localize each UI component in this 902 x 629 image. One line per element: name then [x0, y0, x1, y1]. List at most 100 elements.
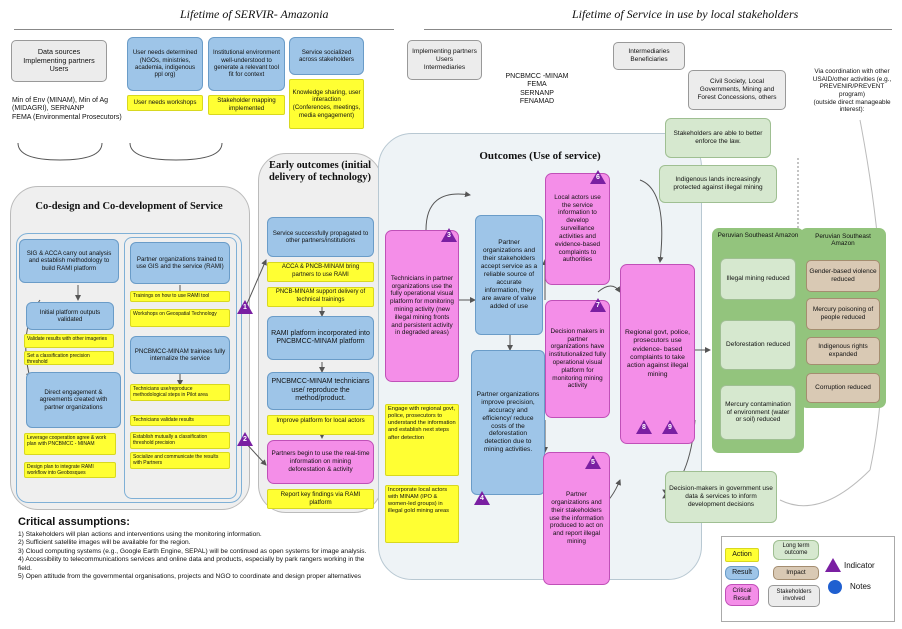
- civil-society-callout: Civil Society, Local Governments, Mining…: [688, 70, 786, 110]
- socialize-results-action: Socialize and communicate the results wi…: [130, 452, 230, 469]
- header-left-line: [14, 29, 394, 30]
- legend-critical: Critical Result: [725, 584, 759, 606]
- accept-service-result: Partner organizations and their stakehol…: [475, 215, 543, 335]
- user-needs-result: User needs determined (NGOs, ministries,…: [127, 37, 203, 91]
- indicator-8-label: 8: [642, 424, 646, 431]
- indicator-4-icon: [474, 491, 490, 505]
- service-socialized-result: Service socialized across stakeholders: [289, 37, 364, 75]
- geospatial-workshops-action: Workshops on Geospatial Technology: [130, 309, 230, 327]
- service-propagated-result: Service successfully propagated to other…: [267, 217, 374, 257]
- indicator-6-icon: [590, 170, 606, 184]
- assumption-item: 2) Sufficient satellite images will be a…: [18, 539, 191, 547]
- peru-southeast-title-1: Peruvian Southeast Amazon: [717, 232, 799, 239]
- improve-precision-result: Partner organizations improve precision,…: [471, 350, 545, 495]
- institutional-env-result: Institutional environment well-understoo…: [208, 37, 285, 91]
- legend-long-term: Long term outcome: [773, 540, 819, 560]
- indicator-8-icon: [636, 420, 652, 434]
- codesign-inner-frame: [16, 233, 242, 503]
- sig-acca-result: SIG & ACCA carry out analysis and establ…: [19, 239, 119, 283]
- assumptions-title: Critical assumptions:: [18, 516, 130, 528]
- indicator-3-label: 3: [447, 232, 451, 239]
- engage-regional-action: Engage with regional govt, police, prose…: [385, 404, 459, 476]
- assumption-item: 4) Accessibility to telecommunications s…: [18, 556, 365, 572]
- legend-notes-icon: [828, 580, 842, 594]
- indicator-4-label: 4: [480, 495, 484, 502]
- legend-indicator-icon: [825, 558, 841, 572]
- assumptions-list: 1) Stakeholders will plan actions and in…: [18, 531, 378, 582]
- header-right: Lifetime of Service in use by local stak…: [572, 7, 799, 21]
- trainees-internalize-result: PNCBMCC-MINAM trainees fully internalize…: [130, 336, 230, 374]
- indicator-7-label: 7: [596, 302, 600, 309]
- indicator-7-icon: [590, 298, 606, 312]
- legend-result: Result: [725, 566, 759, 580]
- mercury-contamination-outcome: Mercury contamination of environment (wa…: [720, 385, 796, 440]
- training-frame: [124, 237, 237, 499]
- rami-trainings-action: Trainings on how to use RAMI tool: [130, 291, 230, 302]
- indicator-9-label: 9: [668, 424, 672, 431]
- technicians-platform-critical: Technicians in partner organizations use…: [385, 230, 459, 382]
- indigenous-lands-outcome: Indigenous lands increasingly protected …: [659, 165, 777, 203]
- technicians-validate-action: Technicians validate results: [130, 415, 230, 426]
- validate-imageries-action: Validate results with other imageries: [24, 334, 114, 348]
- technicians-reproduce-result: PNCBMCC-MINAM technicians use/ reproduce…: [267, 372, 374, 410]
- legend-action: Action: [725, 548, 759, 562]
- intermediaries-callout: Intermediaries Beneficiaries: [613, 42, 685, 70]
- early-outcomes-title: Early outcomes (initial delivery of tech…: [268, 160, 372, 184]
- indigenous-rights-impact: Indigenous rights expanded: [806, 337, 880, 365]
- local-actors-critical: Local actors use the service information…: [545, 173, 610, 285]
- improve-platform-action: Improve platform for local actors: [267, 415, 374, 435]
- deforestation-reduced-outcome: Deforestation reduced: [720, 320, 796, 370]
- report-findings-action: Report key findings via RAMI platform: [267, 489, 374, 509]
- legend-notes-label: Notes: [850, 582, 871, 591]
- assumption-item: 3) Cloud computing systems (e.g., Google…: [18, 547, 367, 555]
- enforce-law-outcome: Stakeholders are able to better enforce …: [665, 118, 771, 158]
- regional-govt-critical: Regional govt, police, prosecutors use e…: [620, 264, 695, 444]
- classification-threshold-action: Establish mutually a classification thre…: [130, 432, 230, 449]
- indicator-5-label: 5: [591, 459, 595, 466]
- rami-incorporated-result: RAMI platform incorporated into PNCBMCC-…: [267, 316, 374, 360]
- initial-platform-result: Initial platform outputs validated: [26, 302, 114, 330]
- header-right-line: [424, 29, 892, 30]
- illegal-mining-reduced-outcome: Illegal mining reduced: [720, 258, 796, 300]
- assumption-item: 1) Stakeholders will plan actions and in…: [18, 531, 262, 538]
- legend-impact: Impact: [773, 566, 819, 580]
- assumption-item: 5) Open attitude from the governmental o…: [18, 573, 362, 581]
- legend-indicator-label: Indicator: [844, 561, 875, 570]
- leverage-cooperation-action: Leverage cooperation agree & work plan w…: [24, 433, 116, 455]
- indicator-1-label: 1: [243, 304, 247, 311]
- indicator-1-icon: [237, 300, 253, 314]
- gender-violence-impact: Gender-based violence reduced: [806, 260, 880, 292]
- indicator-9-icon: [662, 420, 678, 434]
- user-needs-workshops-action: User needs workshops: [127, 95, 203, 111]
- data-sources-callout: Data sources Implementing partners Users: [11, 40, 107, 82]
- mercury-poisoning-impact: Mercury poisoning of people reduced: [806, 298, 880, 330]
- data-sources-text: Min of Env (MINAM), Min of Ag (MIDAGRI),…: [12, 97, 122, 121]
- partners-trained-result: Partner organizations trained to use GIS…: [130, 242, 230, 284]
- corruption-impact: Corruption reduced: [806, 373, 880, 403]
- indicator-5-icon: [585, 455, 601, 469]
- technicians-reproduce-action: Technicians use/reproduce methodological…: [130, 384, 230, 401]
- partner-orgs-act-critical: Partner organizations and their stakehol…: [543, 452, 610, 585]
- knowledge-sharing-action: Knowledge sharing, user interaction (Con…: [289, 79, 364, 129]
- direct-engagement-result: Direct engagement & agreements created w…: [26, 372, 121, 428]
- partners-realtime-critical: Partners begin to use the real-time info…: [267, 440, 374, 484]
- incorporate-local-action: Incorporate local actors with MINAM (IPO…: [385, 485, 459, 543]
- indicator-6-label: 6: [596, 174, 600, 181]
- implementing-partners-text: PNCBMCC -MINAM FEMA SERNANP FENAMAD: [505, 73, 569, 106]
- peru-southeast-title-2: Peruvian Southeast Amazon: [815, 233, 871, 247]
- set-threshold-action: Set a classification precision threshold: [24, 351, 114, 365]
- indicator-2-label: 2: [243, 436, 247, 443]
- indicator-2-icon: [237, 432, 253, 446]
- codesign-title: Co-design and Co-development of Service: [35, 201, 223, 212]
- acca-pncb-partners-action: ACCA & PNCB-MINAM bring partners to use …: [267, 262, 374, 282]
- header-left: Lifetime of SERVIR- Amazonia: [180, 7, 329, 21]
- implementing-partners-callout: Implementing partners Users Intermediari…: [407, 40, 482, 80]
- decision-makers-critical: Decision makers in partner organizations…: [545, 300, 610, 418]
- pncb-trainings-action: PNCB-MINAM support delivery of technical…: [267, 287, 374, 307]
- indicator-3-icon: [441, 228, 457, 242]
- usaid-coordination-note: Via coordination with other USAID/other …: [812, 68, 892, 114]
- stakeholder-mapping-action: Stakeholder mapping implemented: [208, 95, 285, 115]
- decision-makers-govt-outcome: Decision-makers in government use data &…: [665, 471, 777, 523]
- design-plan-action: Design plan to integrate RAMI workflow i…: [24, 462, 116, 478]
- outcomes-title: Outcomes (Use of service): [479, 150, 601, 162]
